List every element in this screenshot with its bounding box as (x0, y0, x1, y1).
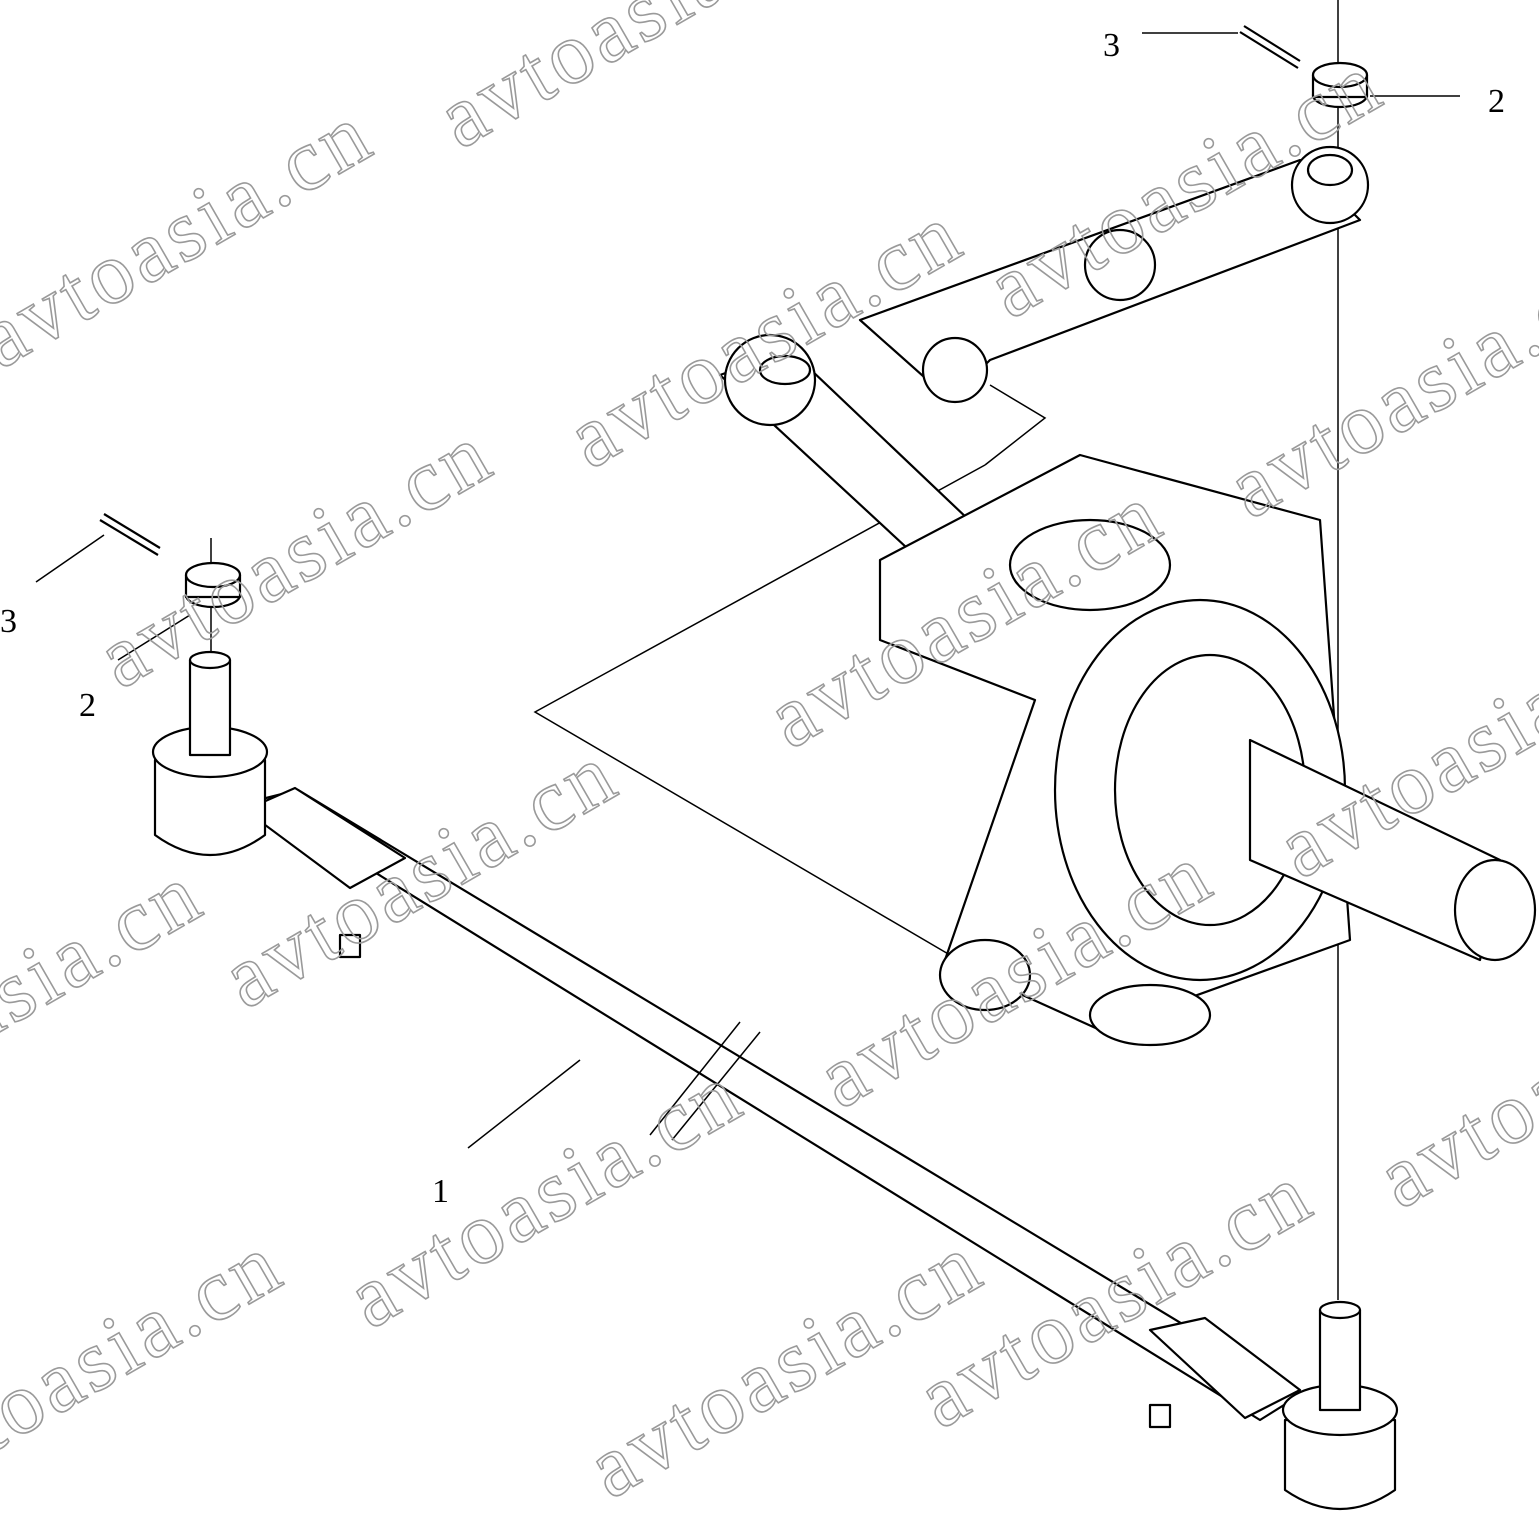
watermark: avtoasia.cn (0, 85, 389, 388)
leader-lines (35, 32, 1460, 1149)
steering-arm (718, 145, 1370, 562)
callout-label-1: 1 (432, 1173, 449, 1210)
callout-label-3-right: 3 (1103, 27, 1120, 64)
watermark: avtoasia.cn (0, 845, 219, 1148)
callout-label-2-right: 2 (1488, 83, 1505, 120)
right-cotter-pin (1239, 25, 1301, 69)
callout-label-3-left: 3 (0, 603, 17, 640)
right-ball-joint (1281, 1300, 1399, 1511)
watermark: avtoasia.cn (1212, 235, 1539, 538)
left-ball-joint (151, 650, 269, 857)
right-castle-nut (1311, 61, 1369, 109)
watermark: avtoasia.cn (422, 0, 849, 167)
left-castle-nut (184, 561, 242, 609)
watermark: avtoasia.cn (82, 405, 509, 708)
watermark: avtoasia.cn (0, 1215, 299, 1518)
left-cotter-pin (99, 513, 161, 556)
callout-label-2-left: 2 (79, 687, 96, 724)
watermark: avtoasia.cn (332, 1045, 759, 1348)
watermark: avtoasia.cn (1362, 925, 1539, 1228)
steering-knuckle (878, 453, 1537, 1047)
